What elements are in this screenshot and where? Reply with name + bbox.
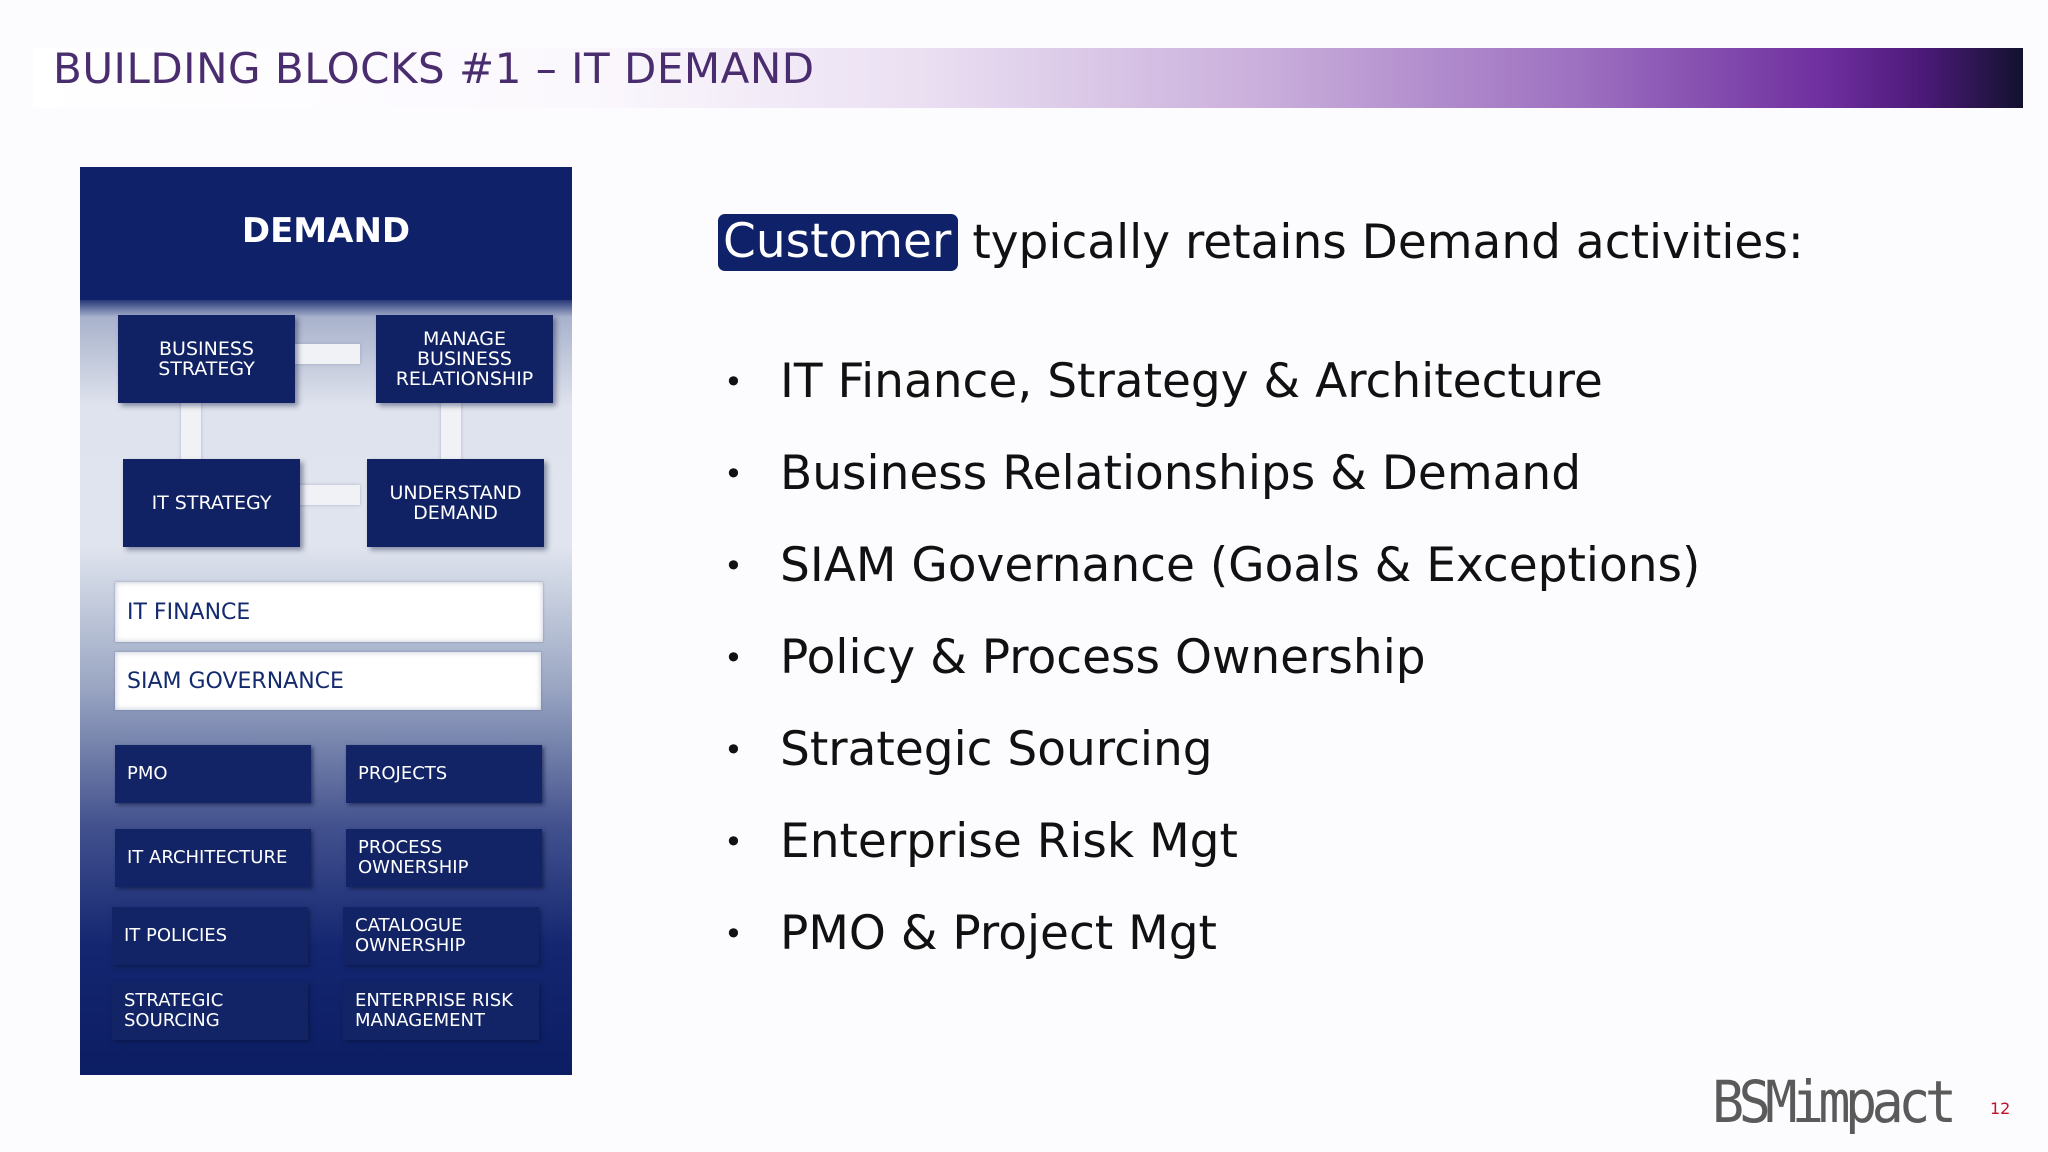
connector-left-vertical (181, 401, 201, 471)
bar-it-finance: IT FINANCE (115, 582, 543, 642)
block-strategic-sourcing-label: STRATEGIC SOURCING (124, 990, 224, 1031)
block-projects-label: PROJECTS (358, 763, 448, 784)
block-catalogue-ownership-label: CATALOGUE OWNERSHIP (355, 915, 466, 956)
bullet-list: • IT Finance, Strategy & Architecture • … (718, 352, 1700, 996)
headline-highlight: Customer (718, 214, 959, 271)
demand-panel-header: DEMAND (80, 167, 572, 300)
title-gradient-bar (33, 48, 2023, 108)
headline-text: typically retains Demand activities: (972, 215, 1804, 270)
block-process-ownership-label: PROCESS OWNERSHIP (358, 837, 469, 878)
bullet-text: IT Finance, Strategy & Architecture (780, 354, 1603, 409)
bullet-text: Business Relationships & Demand (780, 446, 1582, 501)
bullet-text: Policy & Process Ownership (780, 630, 1426, 685)
block-it-architecture-label: IT ARCHITECTURE (127, 847, 288, 868)
bar-it-finance-label: IT FINANCE (127, 599, 251, 625)
block-it-architecture: IT ARCHITECTURE (115, 829, 311, 887)
headline: Customer typically retains Demand activi… (718, 214, 1804, 271)
demand-panel: DEMAND BUSINESS STRATEGY MANAGE BUSINESS… (80, 167, 572, 1075)
bar-siam-governance: SIAM GOVERNANCE (115, 652, 541, 710)
block-it-strategy-label: IT STRATEGY (151, 492, 272, 514)
block-understand-demand-label: UNDERSTAND DEMAND (389, 482, 522, 524)
bullet-item: • SIAM Governance (Goals & Exceptions) (718, 536, 1700, 628)
bullet-text: Strategic Sourcing (780, 722, 1213, 777)
block-projects: PROJECTS (346, 745, 542, 803)
page-number: 12 (1990, 1099, 2011, 1118)
block-enterprise-risk-management: ENTERPRISE RISK MANAGEMENT (343, 982, 539, 1040)
connector-top-horizontal (280, 344, 360, 364)
block-business-strategy-label: BUSINESS STRATEGY (158, 338, 255, 380)
block-pmo-label: PMO (127, 763, 168, 784)
block-business-strategy: BUSINESS STRATEGY (118, 315, 295, 403)
block-strategic-sourcing: STRATEGIC SOURCING (112, 982, 308, 1040)
block-catalogue-ownership: CATALOGUE OWNERSHIP (343, 907, 539, 965)
bullet-item: • IT Finance, Strategy & Architecture (718, 352, 1700, 444)
bullet-icon: • (724, 363, 743, 401)
block-it-policies: IT POLICIES (112, 907, 308, 965)
bullet-item: • Enterprise Risk Mgt (718, 812, 1700, 904)
block-it-policies-label: IT POLICIES (124, 925, 228, 946)
bullet-text: PMO & Project Mgt (780, 906, 1217, 961)
bullet-text: SIAM Governance (Goals & Exceptions) (780, 538, 1701, 593)
block-pmo: PMO (115, 745, 311, 803)
bullet-item: • Policy & Process Ownership (718, 628, 1700, 720)
slide-title: BUILDING BLOCKS #1 – IT DEMAND (53, 44, 815, 93)
logo-part-bsm: BSM (1712, 1068, 1797, 1136)
block-enterprise-risk-management-label: ENTERPRISE RISK MANAGEMENT (355, 990, 513, 1031)
bar-siam-governance-label: SIAM GOVERNANCE (127, 668, 344, 694)
bullet-icon: • (724, 455, 743, 493)
bullet-icon: • (724, 639, 743, 677)
bullet-item: • Strategic Sourcing (718, 720, 1700, 812)
connector-right-vertical (441, 401, 461, 471)
bullet-item: • PMO & Project Mgt (718, 904, 1700, 996)
block-it-strategy: IT STRATEGY (123, 459, 300, 547)
bullet-text: Enterprise Risk Mgt (780, 814, 1238, 869)
block-understand-demand: UNDERSTAND DEMAND (367, 459, 544, 547)
block-manage-business-relationship-label: MANAGE BUSINESS RELATIONSHIP (395, 328, 534, 390)
demand-panel-title: DEMAND (241, 211, 411, 251)
block-manage-business-relationship: MANAGE BUSINESS RELATIONSHIP (376, 315, 553, 403)
bullet-icon: • (724, 823, 743, 861)
connector-middle-horizontal (280, 485, 360, 505)
bsm-impact-logo: BSMimpact (1712, 1068, 1957, 1136)
bullet-icon: • (724, 731, 743, 769)
bullet-icon: • (724, 915, 743, 953)
bullet-icon: • (724, 547, 743, 585)
block-process-ownership: PROCESS OWNERSHIP (346, 829, 542, 887)
logo-part-impact: impact (1791, 1068, 1957, 1136)
bullet-item: • Business Relationships & Demand (718, 444, 1700, 536)
